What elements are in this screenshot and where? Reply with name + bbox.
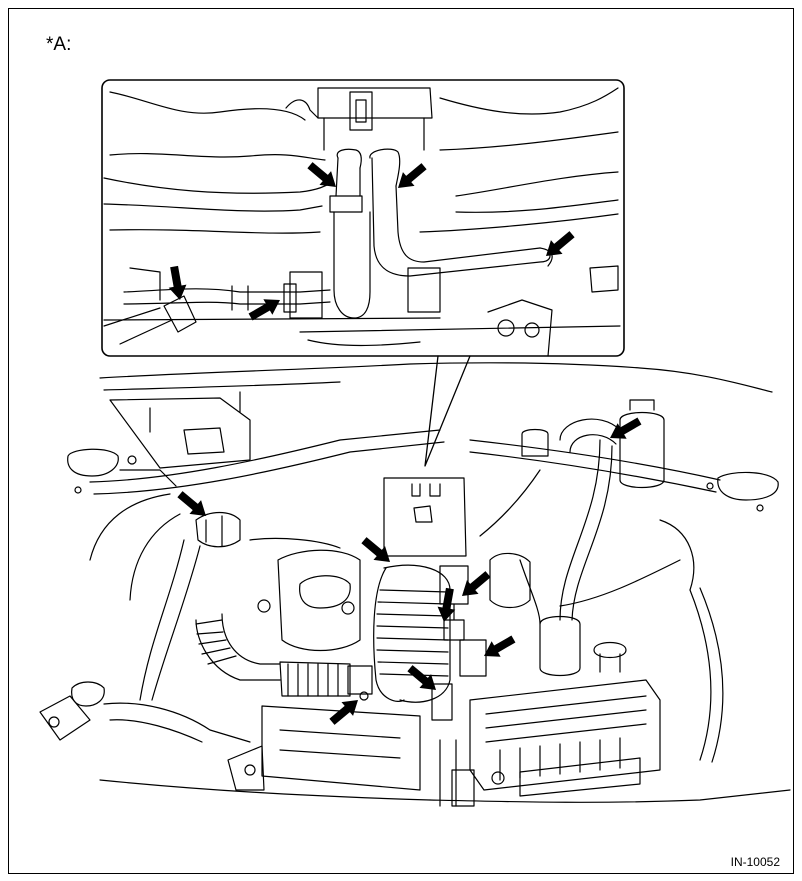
figure-id: IN-10052 xyxy=(730,855,780,869)
arrow-icon xyxy=(437,587,456,622)
arrow-icon xyxy=(248,299,280,321)
arrow-icon xyxy=(484,635,516,657)
figure-frame xyxy=(8,8,794,874)
arrow-icon xyxy=(610,417,642,439)
view-label: *A: xyxy=(46,34,72,55)
arrow-icon xyxy=(177,491,206,516)
arrow-icon xyxy=(307,162,336,187)
detail-inset xyxy=(101,79,625,467)
engine-bay xyxy=(39,362,791,807)
arrow-icon xyxy=(329,700,358,725)
arrow-icon xyxy=(168,265,187,300)
callout-arrows xyxy=(168,162,642,725)
arrow-icon xyxy=(462,571,491,596)
arrow-icon xyxy=(546,231,575,256)
arrow-icon xyxy=(361,537,390,562)
arrow-icon xyxy=(398,163,427,188)
arrow-icon xyxy=(407,665,436,690)
